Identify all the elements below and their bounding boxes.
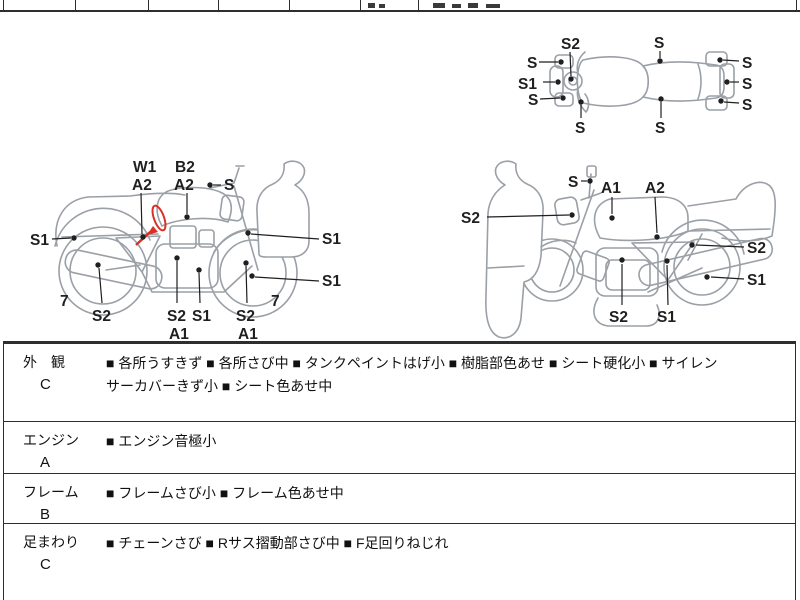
marker-steering-s2: S2 bbox=[561, 36, 580, 53]
category-cell: フレーム B bbox=[4, 474, 90, 523]
grade-value: B bbox=[40, 506, 51, 523]
clipped-text-fragment bbox=[452, 4, 461, 8]
marker-front-wheel-s1: S1 bbox=[518, 76, 537, 93]
marker-muffler-s2: S2 bbox=[92, 308, 111, 325]
table-row-frame: フレーム B ■ フレームさび小 ■ フレーム色あせ中 bbox=[4, 474, 795, 524]
marker-frame-w1: W1 bbox=[133, 159, 157, 176]
marker-rear-left-s: S bbox=[742, 97, 752, 114]
remarks-cell: ■ フレームさび小 ■ フレーム色あせ中 bbox=[90, 474, 795, 523]
table-divider bbox=[360, 0, 361, 10]
clipped-top-table-row bbox=[0, 0, 800, 12]
category-label: エンジン bbox=[23, 432, 79, 448]
left-side-leaders bbox=[51, 182, 320, 304]
left-side-markers: S1 W1 A2 B2 A2 S S1 S1 7 S2 S2 A1 S1 S2 … bbox=[30, 159, 341, 343]
condition-table: 外 観 C ■ 各所うすきず ■ 各所さび中 ■ タンクペイントはげ小 ■ 樹脂… bbox=[3, 341, 796, 600]
top-view-markers: S2 S S1 S S S S S S S bbox=[518, 35, 752, 137]
remark-line: ■ エンジン音極小 bbox=[106, 433, 217, 449]
clipped-text-fragment bbox=[368, 3, 375, 8]
table-divider bbox=[289, 0, 290, 10]
category-label: 外 観 bbox=[23, 354, 65, 370]
marker-rear-end-s: S bbox=[742, 76, 752, 93]
marker-left-lower-s: S bbox=[528, 92, 538, 109]
marker-left-mirror-s: S bbox=[527, 55, 537, 72]
motorcycle-right-side-sketch bbox=[485, 160, 776, 339]
right-side-markers: S2 S A1 A2 S2 S1 S2 S1 bbox=[461, 174, 766, 326]
table-divider bbox=[418, 0, 419, 10]
marker-body-bottom-s: S bbox=[655, 120, 665, 137]
marker-fork-s2: S2 bbox=[236, 308, 255, 325]
motorcycle-top-view-sketch bbox=[549, 51, 735, 113]
table-row-undercarriage: 足まわり C ■ チェーンさび ■ Rサス摺動部さび中 ■ F足回りねじれ bbox=[4, 524, 795, 600]
remarks-cell: ■ チェーンさび ■ Rサス摺動部さび中 ■ F足回りねじれ bbox=[90, 524, 795, 600]
marker-rear-shock-s2: S2 bbox=[747, 240, 766, 257]
table-divider bbox=[3, 0, 4, 10]
category-label: 足まわり bbox=[23, 534, 79, 550]
clipped-text-fragment bbox=[486, 4, 500, 8]
marker-side-cover-a2: A2 bbox=[645, 180, 665, 197]
marker-front-wheel-7: 7 bbox=[271, 293, 280, 310]
marker-rear-wheel-s1: S1 bbox=[747, 272, 766, 289]
grade-value: C bbox=[40, 556, 51, 573]
motorcycle-left-side-sketch bbox=[54, 160, 310, 318]
top-view-leaders bbox=[539, 51, 740, 118]
clipped-text-fragment bbox=[433, 3, 445, 8]
marker-engine-a1: A1 bbox=[169, 326, 189, 343]
remark-line: ■ フレームさび小 ■ フレーム色あせ中 bbox=[106, 485, 344, 501]
grade-value: A bbox=[40, 454, 51, 471]
remark-line: ■ 各所うすきず ■ 各所さび中 ■ タンクペイントはげ小 ■ 樹脂部色あせ ■… bbox=[106, 355, 718, 371]
table-divider bbox=[218, 0, 219, 10]
remark-line: サーカバーきず小 ■ シート色あせ中 bbox=[106, 378, 333, 394]
remarks-cell: ■ 各所うすきず ■ 各所さび中 ■ タンクペイントはげ小 ■ 樹脂部色あせ ■… bbox=[90, 344, 795, 421]
marker-front-cowl-s: S bbox=[575, 120, 585, 137]
marker-handlebar-s: S bbox=[224, 177, 234, 194]
clipped-text-fragment bbox=[379, 4, 385, 8]
remarks-cell: ■ エンジン音極小 bbox=[90, 422, 795, 473]
table-divider bbox=[796, 0, 797, 10]
marker-frame-s1: S1 bbox=[192, 308, 211, 325]
marker-frame-a2: A2 bbox=[132, 177, 152, 194]
right-side-leaders bbox=[486, 178, 745, 306]
category-cell: エンジン A bbox=[4, 422, 90, 473]
marker-engine-s2: S2 bbox=[609, 309, 628, 326]
table-row-exterior: 外 観 C ■ 各所うすきず ■ 各所さび中 ■ タンクペイントはげ小 ■ 樹脂… bbox=[4, 344, 795, 422]
category-label: フレーム bbox=[23, 484, 79, 500]
grade-value: C bbox=[40, 376, 51, 393]
marker-rear-right-s: S bbox=[742, 55, 752, 72]
marker-frame-s1: S1 bbox=[657, 309, 676, 326]
marker-front-fender-s1: S1 bbox=[322, 231, 341, 248]
table-row-engine: エンジン A ■ エンジン音極小 bbox=[4, 422, 795, 474]
marker-rear-wheel-7: 7 bbox=[60, 293, 69, 310]
marker-tank-b2: B2 bbox=[175, 159, 195, 176]
marker-front-wheel-s1: S1 bbox=[322, 273, 341, 290]
table-divider bbox=[148, 0, 149, 10]
marker-tank-a1: A1 bbox=[601, 180, 621, 197]
marker-fork-a1: A1 bbox=[238, 326, 258, 343]
category-cell: 外 観 C bbox=[4, 344, 90, 421]
marker-mirror-s: S bbox=[568, 174, 578, 191]
marker-rear-fender: S1 bbox=[30, 232, 49, 249]
marker-body-top-s: S bbox=[654, 35, 664, 52]
category-cell: 足まわり C bbox=[4, 524, 90, 600]
marker-engine-s2: S2 bbox=[167, 308, 186, 325]
red-annotation bbox=[135, 204, 167, 246]
table-divider bbox=[75, 0, 76, 10]
marker-front-cowl-s2: S2 bbox=[461, 210, 480, 227]
marker-tank-a2: A2 bbox=[174, 177, 194, 194]
clipped-text-fragment bbox=[468, 3, 478, 8]
remark-line: ■ チェーンさび ■ Rサス摺動部さび中 ■ F足回りねじれ bbox=[106, 535, 449, 551]
